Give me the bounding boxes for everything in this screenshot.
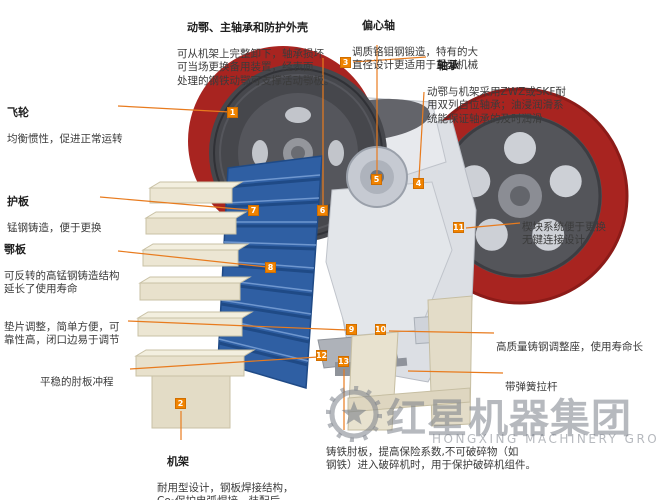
label-body: 带弹簧拉杆 — [505, 380, 558, 393]
part-marker-11: 11 — [452, 222, 465, 233]
part-marker-1: 1 — [227, 107, 238, 118]
label-body: 平稳的肘板冲程 — [40, 375, 114, 388]
label-frame: 机架 耐用型设计，钢板焊接结构， Co₂保护电弧焊接，装配后 去应力处理 — [157, 441, 294, 500]
part-marker-5: 5 — [371, 174, 382, 185]
part-marker-10: 10 — [374, 324, 387, 335]
watermark-chinese: 红星机器集团 — [386, 396, 632, 442]
label-shim-adjustment: 垫片调整，简单方便，可 靠性高，闭口边易于调节 — [4, 307, 120, 348]
hongxing-gear-logo — [326, 386, 382, 442]
label-flywheel: 飞轮 均衡惯性，促进正常运转 — [7, 92, 123, 146]
part-marker-7: 7 — [248, 205, 259, 216]
base-legs — [347, 295, 473, 431]
part-marker-9: 9 — [346, 324, 357, 335]
label-title: 轴承 — [437, 58, 459, 72]
label-body: 锰钢铸造，便于更换 — [7, 221, 102, 234]
label-toggle-stroke: 平稳的肘板冲程 — [40, 362, 114, 389]
label-movable-jaw-housing: 动鄂、主轴承和防护外壳 可从机架上完整卸下，轴承损坏 可当场更换备用装置，经表面… — [177, 7, 335, 88]
part-marker-4: 4 — [413, 178, 424, 189]
label-eccentric-shaft: 偏心轴 调质铬钼钢锻造，特有的大 直径设计更适用于重型机械 — [352, 5, 478, 73]
label-body: 可反转的高锰钢铸造结构 延长了使用寿命 — [4, 269, 120, 296]
part-marker-8: 8 — [265, 262, 276, 273]
label-title: 机架 — [167, 454, 189, 468]
label-body: 楔块系统便于更换 无键连接设计 — [522, 220, 606, 247]
label-spring-rod: 带弹簧拉杆 — [505, 367, 558, 394]
label-title: 鄂板 — [4, 242, 26, 256]
label-title: 偏心轴 — [362, 18, 395, 32]
label-jaw-plate: 鄂板 可反转的高锰钢铸造结构 延长了使用寿命 — [4, 229, 120, 297]
label-bearing: 轴承 动鄂与机架采用ZWZ或SKF耐 用双列自位轴承；油浸润滑系 统能保证轴承的… — [427, 45, 566, 126]
frame-plate-stack — [134, 181, 256, 429]
watermark: 红星机器集团 HONGXING MACHINERY GROUP — [322, 384, 659, 454]
part-marker-3: 3 — [340, 57, 351, 68]
label-wedge-system: 楔块系统便于更换 无键连接设计 — [522, 207, 606, 248]
label-title: 飞轮 — [7, 105, 29, 119]
label-body: 垫片调整，简单方便，可 靠性高，闭口边易于调节 — [4, 320, 120, 347]
label-title: 动鄂、主轴承和防护外壳 — [187, 20, 308, 34]
label-guard-plate: 护板 锰钢铸造，便于更换 — [7, 181, 102, 235]
part-marker-2: 2 — [175, 398, 186, 409]
part-marker-6: 6 — [317, 205, 328, 216]
label-title: 护板 — [7, 194, 29, 208]
label-body: 耐用型设计，钢板焊接结构， Co₂保护电弧焊接，装配后 去应力处理 — [157, 481, 294, 500]
leader-lines — [99, 45, 521, 440]
label-cast-iron-toggle: 铸铁肘板，提高保险系数,不可破碎物（如 钢铁）进入破碎机时，用于保护破碎机组件。 — [326, 432, 536, 473]
label-body: 高质量铸钢调整座，使用寿命长 — [496, 340, 643, 353]
watermark-english: HONGXING MACHINERY GROUP — [432, 432, 659, 446]
label-body: 可从机架上完整卸下，轴承损坏 可当场更换备用装置，经表面 处理的钢铁动鄂可支撑活… — [177, 47, 335, 87]
label-body: 调质铬钼钢锻造，特有的大 直径设计更适用于重型机械 — [352, 45, 478, 72]
label-body: 均衡惯性，促进正常运转 — [7, 132, 123, 145]
label-body: 铸铁肘板，提高保险系数,不可破碎物（如 钢铁）进入破碎机时，用于保护破碎机组件。 — [326, 445, 536, 472]
label-adjustment-seat: 高质量铸钢调整座，使用寿命长 — [496, 327, 643, 354]
part-marker-13: 13 — [337, 356, 350, 367]
label-body: 动鄂与机架采用ZWZ或SKF耐 用双列自位轴承；油浸润滑系 统能保证轴承的及时润… — [427, 85, 566, 125]
part-marker-12: 12 — [315, 350, 328, 361]
